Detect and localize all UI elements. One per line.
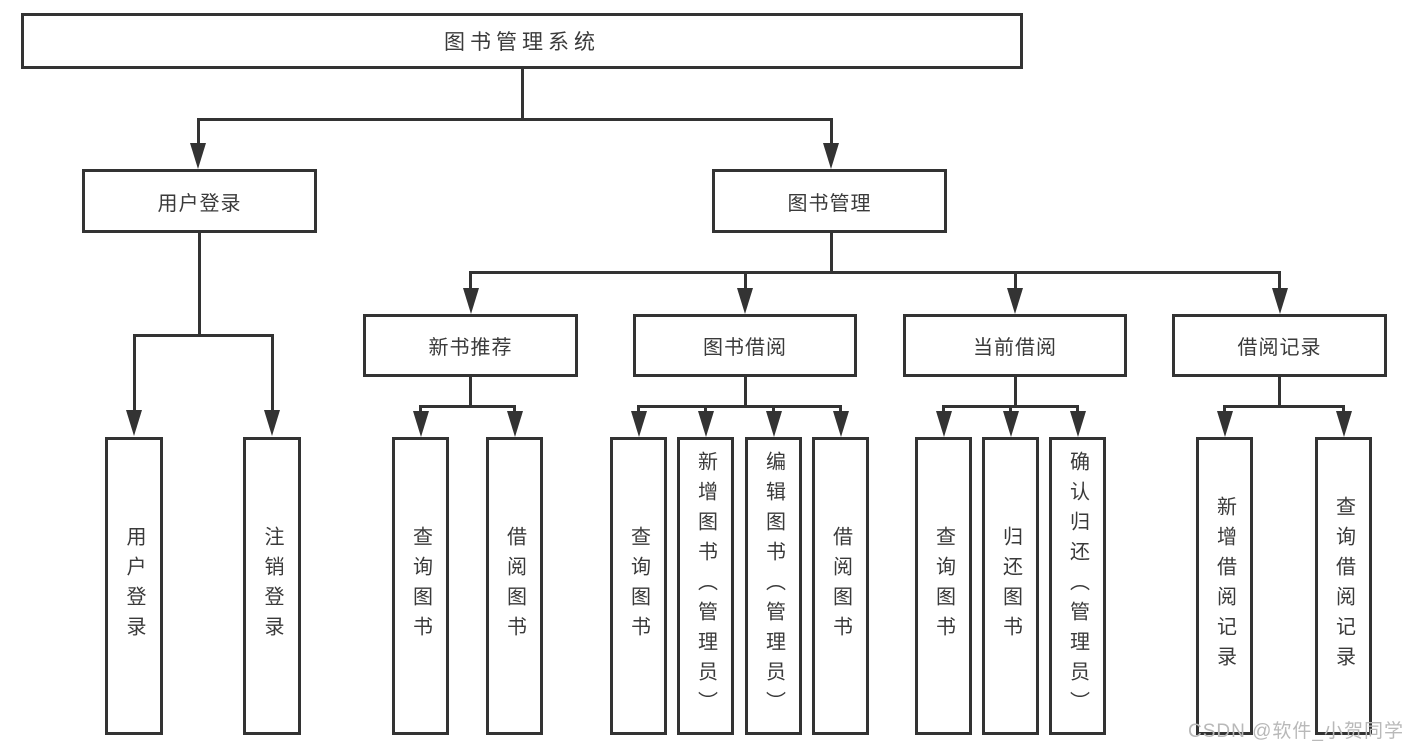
node-label: 用户登录 xyxy=(157,192,242,215)
leaf-confirm-return-admin: 确认归还（管理员） xyxy=(1049,437,1106,735)
connector-book-management-rail xyxy=(469,271,1281,274)
leaf-label: 确认归还（管理员） xyxy=(1066,451,1089,721)
arrow-down-icon xyxy=(765,411,782,437)
connector-drop-book-borrowing xyxy=(743,274,747,290)
arrow-down-icon xyxy=(1007,288,1023,314)
connector-drop-borrowing-records xyxy=(1278,274,1281,290)
node-root-library-management-system: 图书管理系统 xyxy=(21,13,1023,69)
leaf-user-login: 用户登录 xyxy=(105,437,163,735)
connector-drop-leaf-logout xyxy=(270,337,274,413)
leaf-add-books-admin: 新增图书（管理员） xyxy=(677,437,734,735)
leaf-label: 注销登录 xyxy=(261,526,283,646)
leaf-label: 查询图书 xyxy=(409,526,432,646)
node-label: 图书管理系统 xyxy=(444,31,600,54)
node-borrowing-records: 借阅记录 xyxy=(1172,314,1387,377)
connector-book-management-stem xyxy=(829,233,833,273)
leaf-label: 归还图书 xyxy=(999,526,1022,646)
leaf-label: 借阅图书 xyxy=(503,526,526,646)
leaf-return-books: 归还图书 xyxy=(982,437,1039,735)
arrow-down-icon xyxy=(737,288,753,314)
node-user-login: 用户登录 xyxy=(82,169,317,233)
connector-drop-current-borrowing xyxy=(1013,274,1017,290)
node-label: 借阅记录 xyxy=(1237,337,1322,359)
connector-records-stem xyxy=(1278,377,1281,408)
leaf-label: 借阅图书 xyxy=(829,526,852,646)
node-label: 新书推荐 xyxy=(428,337,513,359)
csdn-watermark: CSDN @软件_小贺同学 xyxy=(1188,721,1404,742)
arrow-down-icon xyxy=(190,143,206,169)
connector-drop-book-management xyxy=(829,121,833,147)
leaf-label: 编辑图书（管理员） xyxy=(762,451,785,721)
arrow-down-icon xyxy=(1335,411,1352,437)
connector-current-rail xyxy=(942,405,1079,408)
arrow-down-icon xyxy=(1069,411,1086,437)
connector-user-login-stem xyxy=(198,233,201,337)
node-label: 图书管理 xyxy=(787,192,872,215)
leaf-query-books-recommend: 查询图书 xyxy=(392,437,449,735)
arrow-down-icon xyxy=(630,411,647,437)
arrow-down-icon xyxy=(1002,411,1019,437)
leaf-logout: 注销登录 xyxy=(243,437,301,735)
connector-recommend-stem xyxy=(469,377,472,408)
connector-user-login-rail xyxy=(132,334,274,337)
leaf-query-books-borrowing: 查询图书 xyxy=(610,437,667,735)
connector-root-rail xyxy=(196,118,833,121)
arrow-down-icon xyxy=(506,411,523,437)
leaf-label: 查询图书 xyxy=(932,526,955,646)
connector-root-stem xyxy=(520,69,524,121)
arrow-down-icon xyxy=(126,410,142,436)
leaf-add-borrow-record: 新增借阅记录 xyxy=(1196,437,1253,735)
leaf-label: 用户登录 xyxy=(123,526,145,646)
arrow-down-icon xyxy=(697,411,714,437)
leaf-label: 查询借阅记录 xyxy=(1332,496,1355,676)
leaf-query-borrow-record: 查询借阅记录 xyxy=(1315,437,1372,735)
node-book-borrowing: 图书借阅 xyxy=(633,314,857,377)
leaf-borrow-books: 借阅图书 xyxy=(812,437,869,735)
arrow-down-icon xyxy=(832,411,849,437)
node-label: 图书借阅 xyxy=(703,337,787,359)
leaf-label: 新增图书（管理员） xyxy=(694,451,717,721)
node-label: 当前借阅 xyxy=(973,337,1057,359)
connector-records-rail xyxy=(1223,405,1345,408)
node-book-management: 图书管理 xyxy=(712,169,947,233)
arrow-down-icon xyxy=(412,411,429,437)
leaf-borrow-books-recommend: 借阅图书 xyxy=(486,437,543,735)
node-new-book-recommend: 新书推荐 xyxy=(363,314,578,377)
connector-borrowing-stem xyxy=(743,377,747,408)
leaf-label: 查询图书 xyxy=(627,526,650,646)
arrow-down-icon xyxy=(1216,411,1233,437)
connector-drop-new-book-recommend xyxy=(469,274,472,290)
leaf-label: 新增借阅记录 xyxy=(1213,496,1236,676)
arrow-down-icon xyxy=(1271,288,1288,314)
node-current-borrowing: 当前借阅 xyxy=(903,314,1127,377)
leaf-edit-books-admin: 编辑图书（管理员） xyxy=(745,437,802,735)
connector-recommend-rail xyxy=(419,405,516,408)
connector-drop-user-login xyxy=(196,121,200,147)
arrow-down-icon xyxy=(462,288,479,314)
connector-drop-leaf-user-login xyxy=(132,337,136,413)
leaf-query-books-current: 查询图书 xyxy=(915,437,972,735)
arrow-down-icon xyxy=(264,410,280,436)
connector-current-stem xyxy=(1013,377,1017,408)
arrow-down-icon xyxy=(823,143,839,169)
arrow-down-icon xyxy=(935,411,952,437)
connector-borrowing-rail xyxy=(637,405,842,408)
